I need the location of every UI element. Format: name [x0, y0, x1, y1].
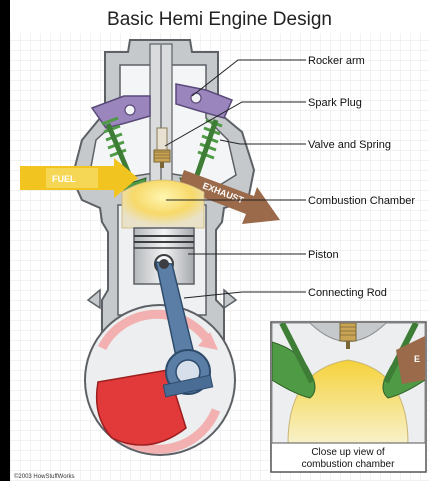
fuel-arrow-label: FUEL [52, 174, 76, 184]
inset-caption-line1: Close up view of [311, 447, 385, 458]
hemi-engine-diagram: FUEL EXHAUST [10, 0, 429, 481]
wrist-pin [159, 259, 169, 269]
label-rocker-arm: Rocker arm [308, 55, 365, 67]
label-valve-and-spring: Valve and Spring [308, 139, 391, 151]
label-piston: Piston [308, 249, 339, 261]
copyright-notice: ©2003 HowStuffWorks [14, 473, 75, 480]
label-connecting-rod: Connecting Rod [308, 287, 387, 299]
combustion-chamber [122, 180, 204, 228]
label-spark-plug: Spark Plug [308, 97, 362, 109]
inset-caption-line2: combustion chamber [302, 459, 395, 470]
inset-close-up: E Close up view of combustion chamber [271, 322, 426, 472]
diagram-frame: Basic Hemi Engine Design [10, 0, 429, 481]
label-combustion-chamber: Combustion Chamber [308, 195, 415, 207]
inset-edge-letter: E [414, 354, 420, 364]
